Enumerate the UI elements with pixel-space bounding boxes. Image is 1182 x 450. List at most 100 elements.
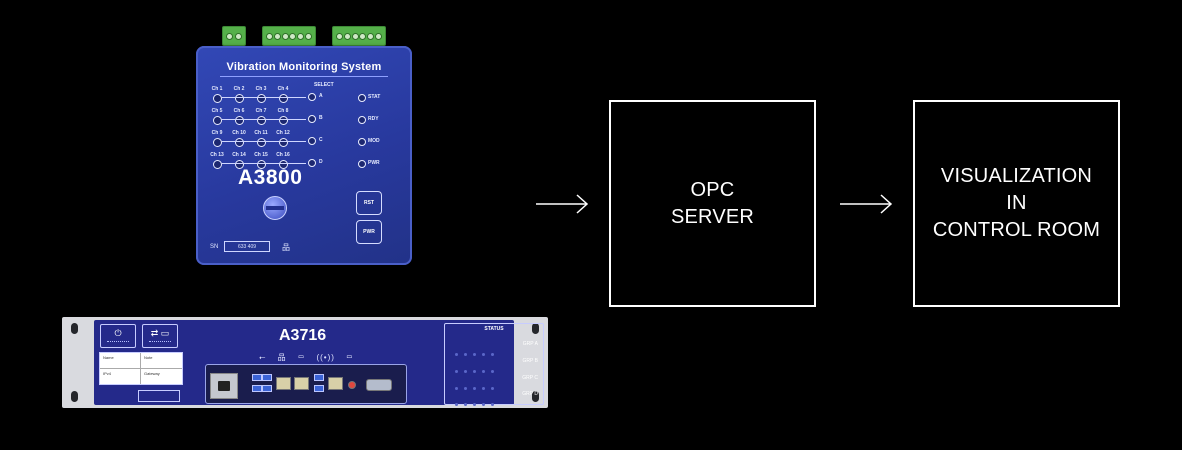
status-label: RDY [368,116,379,122]
label-plate: Name Note IPv4 Gateway [99,352,183,385]
channel-led: Ch 7 [252,108,270,125]
usb-port [314,374,324,381]
channel-row: Ch 5 Ch 6 Ch 7 Ch 8 B [208,108,408,130]
name-plate [138,390,180,402]
group-leds [455,393,500,406]
usb-port [314,385,324,392]
channel-led: Ch 15 [252,152,270,169]
io-port-bay [205,364,407,404]
channel-led: Ch 2 [230,86,248,103]
arrow-to-opc-server [536,194,589,214]
device-model: A3716 [279,327,327,344]
usb-port [252,385,262,392]
channel-label: Ch 13 [210,152,224,158]
terminal-block-3 [332,26,386,46]
visualization-box: VISUALIZATION IN CONTROL ROOM [913,100,1120,307]
rst-button: RST [356,191,382,215]
opc-server-box: OPC SERVER [609,100,816,307]
channel-led: Ch 4 [274,86,292,103]
select-led [308,137,316,145]
channel-label: Ch 8 [277,108,289,114]
title-underline [220,76,388,77]
channel-label: Ch 4 [277,86,289,92]
audio-jack [348,381,356,389]
info-label: Name [103,355,114,360]
group-label: GRP B [522,358,538,364]
channel-led: Ch 5 [208,108,226,125]
rack-ear-hole [532,391,539,402]
usb-port [262,385,272,392]
group-label: GRP C [522,375,538,381]
usb-port [262,374,272,381]
brand-logo-icon [263,196,287,220]
channel-connector [222,141,306,142]
select-led [308,159,316,167]
rack-ear-hole [71,391,78,402]
channel-led: Ch 1 [208,86,226,103]
sync-icon: ⇄ ▭ [150,328,170,338]
display-port [366,379,392,391]
channel-row: Ch 9 Ch 10 Ch 11 Ch 12 C [208,130,408,152]
network-icon: 品 [282,243,290,252]
status-title: STATUS [484,326,504,332]
channel-label: Ch 16 [276,152,290,158]
select-led [308,93,316,101]
info-label: IPv4 [103,371,112,376]
channel-label: Ch 12 [276,130,290,136]
channel-led: Ch 10 [230,130,248,147]
arrow-to-visualization [840,194,893,214]
channel-led: Ch 8 [274,108,292,125]
status-label: MOD [368,138,380,144]
power-icon: ⏻ [114,328,122,338]
select-label: SELECT [314,82,334,88]
channel-row: Ch 13 Ch 14 Ch 15 Ch 16 D [208,152,408,174]
channel-connector [222,163,306,164]
channel-label: Ch 10 [232,130,246,136]
serial-number: 633 409 [224,241,270,252]
select-led [308,115,316,123]
group-leds [455,343,500,356]
status-led [358,160,366,168]
a3716-device: ⏻ ⇄ ▭ Name Note IPv4 Gateway A3716 ⭠ 品 ▭… [62,317,548,408]
channel-label: Ch 5 [211,108,223,114]
channel-led: Ch 16 [274,152,292,169]
rack-ear-hole [532,323,539,334]
usb-port [252,374,262,381]
port-icons: ⭠ 品 ▭ ((•)) ▭ [259,353,354,362]
rack-ear-hole [71,323,78,334]
status-led [358,94,366,102]
channel-row: Ch 1 Ch 2 Ch 3 Ch 4 A [208,86,408,108]
ethernet-port [294,377,309,390]
rack-front-panel: ⏻ ⇄ ▭ Name Note IPv4 Gateway A3716 ⭠ 品 ▭… [94,320,544,406]
info-label: Note [144,355,153,360]
channel-connector [222,119,306,120]
terminal-block-1 [222,26,246,46]
device-model: A3800 [238,166,303,189]
group-leds [455,377,500,390]
channel-label: Ch 14 [232,152,246,158]
status-led [358,138,366,146]
power-indicator: ⏻ [100,324,136,348]
ethernet-port [328,377,343,390]
group-label: GRP D [522,391,538,397]
channel-connector [222,97,306,98]
select-letter: D [319,159,323,165]
channel-led: Ch 14 [230,152,248,169]
group-leds [455,360,500,373]
channel-led: Ch 12 [274,130,292,147]
channel-label: Ch 15 [254,152,268,158]
terminal-block-2 [262,26,316,46]
serial-label: SN [210,244,219,250]
device-title: Vibration Monitoring System [226,61,382,73]
channel-led: Ch 13 [208,152,226,169]
channel-label: Ch 11 [254,130,268,136]
select-letter: A [319,93,323,99]
select-letter: B [319,115,323,121]
channel-led: Ch 11 [252,130,270,147]
channel-led: Ch 6 [230,108,248,125]
a3800-device: Vibration Monitoring System SELECT Ch 1 … [196,46,412,265]
channel-led: Ch 3 [252,86,270,103]
status-label: PWR [368,160,380,166]
channel-label: Ch 2 [233,86,245,92]
status-panel: STATUS GRP A GRP B GRP C GRP D [444,323,544,406]
